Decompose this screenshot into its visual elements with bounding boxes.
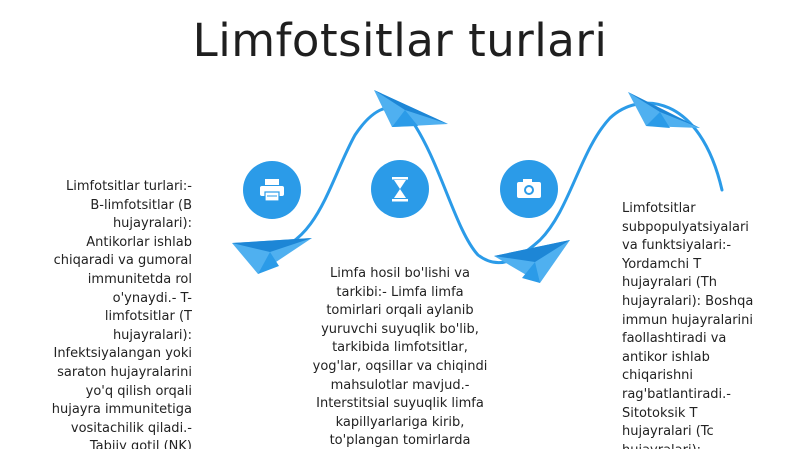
page-title: Limfotsitlar turlari (192, 14, 608, 67)
paper-plane-icon (494, 240, 570, 283)
printer-icon (260, 179, 284, 202)
left-text-block: Limfotsitlar turlari:- B-limfotsitlar (B… (51, 179, 192, 449)
paper-plane-icon (374, 90, 448, 127)
middle-text-block: Limfa hosil bo'lishi va tarkibi:- Limfa … (312, 266, 488, 449)
camera-icon (517, 179, 541, 198)
right-text-block: Limfotsitlar subpopulyatsiyalari va funk… (622, 201, 754, 449)
paper-plane-icon (232, 238, 312, 274)
camera-circle (500, 160, 558, 218)
printer-circle (243, 161, 301, 219)
hourglass-circle (371, 160, 429, 218)
flow-path (266, 101, 724, 265)
paper-plane-icon (628, 92, 700, 128)
hourglass-icon (392, 177, 408, 202)
